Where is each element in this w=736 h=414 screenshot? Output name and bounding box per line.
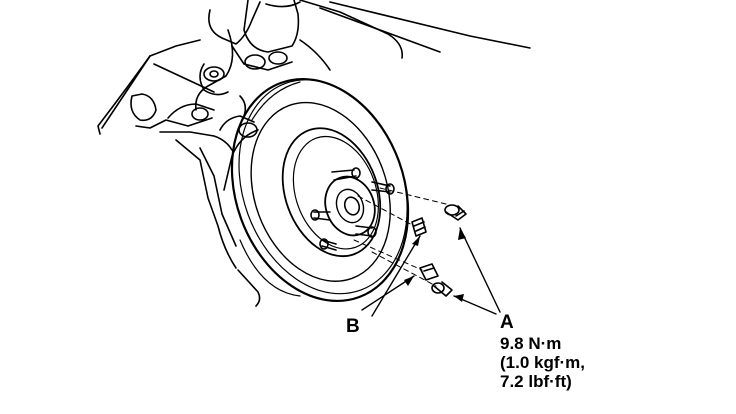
knuckle-assembly: [97, 0, 531, 307]
extension-lines: [353, 187, 447, 287]
torque-spec-nm: 9.8 N·m: [500, 334, 562, 353]
screw-b-lower: [419, 263, 439, 281]
leader-lines: [361, 227, 501, 317]
bolt-a-lower: [431, 281, 453, 297]
arrowheads: [404, 228, 466, 302]
screw-b-upper: [411, 217, 427, 237]
bolt-a-upper: [444, 204, 467, 221]
callout-a-label: A: [500, 312, 514, 333]
callout-b-label: B: [346, 316, 360, 337]
wheel-hub: [310, 167, 395, 251]
torque-specification: 9.8 N·m (1.0 kgf·m, 7.2 lbf·ft): [500, 334, 585, 391]
torque-spec-lbfft: 7.2 lbf·ft): [500, 372, 572, 391]
torque-spec-kgfm: (1.0 kgf·m,: [500, 353, 586, 372]
brake-disc: [230, 77, 410, 303]
